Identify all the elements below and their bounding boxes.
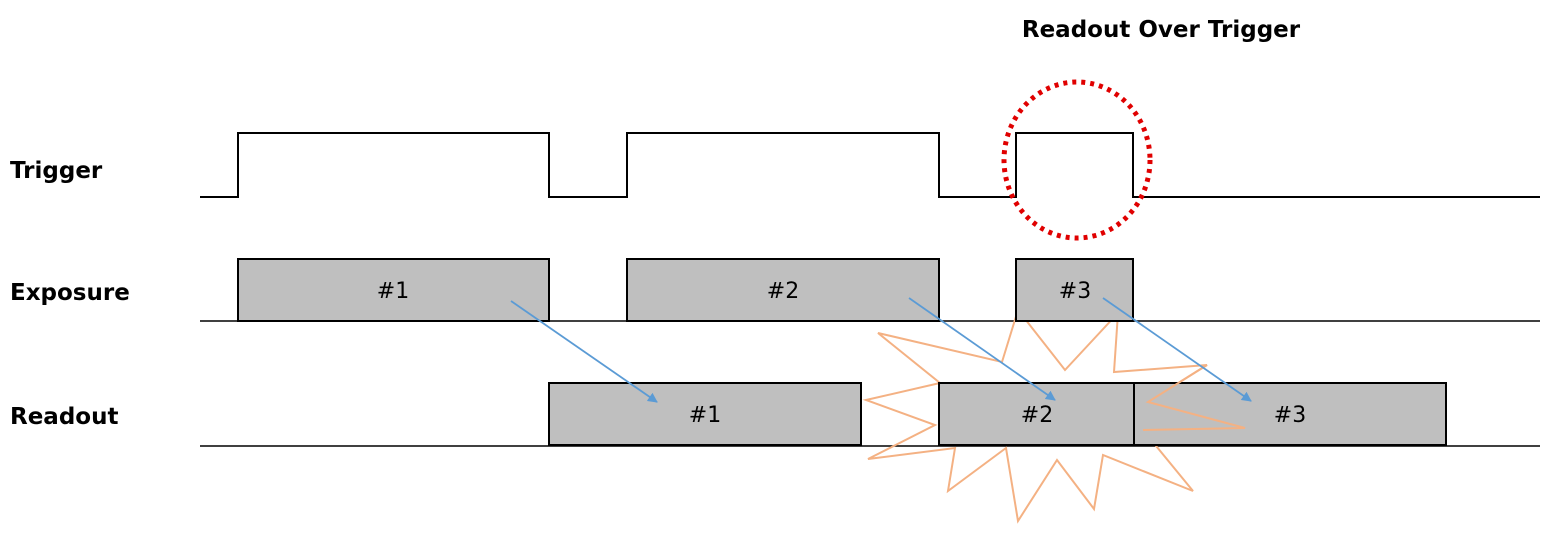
arrow-exposure-3-to-readout-3 bbox=[1102, 297, 1252, 402]
readout-box-1: #1 bbox=[548, 382, 862, 446]
exposure-box-1-label: #1 bbox=[377, 279, 409, 304]
conflict-starburst-overlay bbox=[1142, 364, 1246, 431]
trigger-waveform bbox=[200, 132, 1540, 198]
row-label-trigger: Trigger bbox=[10, 158, 103, 184]
readout-box-3-label: #3 bbox=[1274, 403, 1306, 428]
exposure-box-1: #1 bbox=[237, 258, 550, 322]
exposure-box-2: #2 bbox=[626, 258, 940, 322]
row-label-exposure: Exposure bbox=[10, 280, 130, 306]
arrow-exposure-2-to-readout-2 bbox=[908, 297, 1056, 401]
readout-box-2: #2 bbox=[938, 382, 1135, 446]
readout-box-2-label: #2 bbox=[1021, 403, 1053, 428]
readout-box-3: #3 bbox=[1133, 382, 1447, 446]
readout-box-1-label: #1 bbox=[689, 403, 721, 428]
exposure-box-3: #3 bbox=[1015, 258, 1134, 322]
conflict-starburst bbox=[862, 307, 1246, 524]
diagram-title: Readout Over Trigger bbox=[1022, 17, 1301, 43]
row-label-readout: Readout bbox=[10, 404, 118, 430]
highlight-circle bbox=[1001, 79, 1153, 241]
exposure-box-2-label: #2 bbox=[767, 279, 799, 304]
arrow-exposure-1-to-readout-1 bbox=[510, 300, 658, 403]
exposure-box-3-label: #3 bbox=[1059, 279, 1091, 304]
